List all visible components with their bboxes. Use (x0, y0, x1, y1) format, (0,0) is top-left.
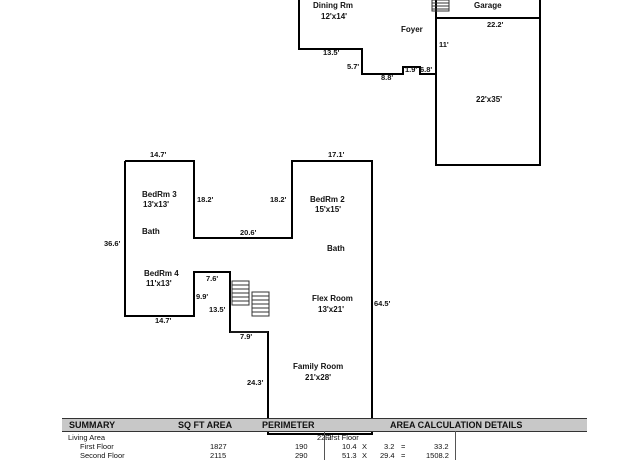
header-summary: SUMMARY (69, 420, 116, 430)
calc-op: X (362, 451, 368, 460)
dim-11: 11' (439, 40, 449, 49)
calc-eq: = (401, 451, 406, 460)
row-label: Second Floor (80, 451, 125, 460)
calc-result: 1508.2 (426, 451, 449, 460)
calc-b: 29.4 (380, 451, 395, 460)
summary-divider (324, 431, 325, 460)
dim-9-9: 9.9' (196, 292, 208, 301)
dim-1-9: 1.9' (405, 65, 417, 74)
room-bedrm4-size: 11'x13' (146, 279, 172, 288)
row-perimeter: 190 (295, 442, 308, 451)
dim-24-3: 24.3' (247, 378, 264, 387)
second-floor-wall (124, 160, 373, 435)
room-bedrm3-name: BedRm 3 (142, 190, 177, 199)
room-bath-right-name: Bath (327, 244, 345, 253)
dim-20-6: 20.6' (240, 228, 257, 237)
stairs-icon-top (431, 0, 450, 12)
room-dining-name: Dining Rm (313, 1, 353, 10)
room-garage-size: 22'x35' (476, 95, 502, 104)
room-flex-name: Flex Room (312, 294, 353, 303)
calc-result: 33.2 (434, 442, 449, 451)
table-row: Living Area 22.2' First Floor (62, 433, 587, 442)
row-sqft: 2115 (210, 451, 227, 460)
dim-22-2-b: 22.2' (317, 433, 334, 442)
dim-64-5: 64.5' (374, 299, 391, 308)
dim-13-5: 13.5' (323, 48, 340, 57)
header-perimeter: PERIMETER (262, 420, 315, 430)
table-row: Second Floor 2115 290 51.3 X 29.4 = 1508… (62, 451, 587, 460)
dim-18-2-right: 18.2' (270, 195, 287, 204)
calc-b: 3.2 (384, 442, 395, 451)
living-area-label: Living Area (68, 433, 106, 442)
calc-op: X (362, 442, 368, 451)
dim-5-7: 5.7' (347, 62, 359, 71)
room-bedrm3-size: 13'x13' (143, 200, 169, 209)
dim-14-7-bottom: 14.7' (155, 316, 172, 325)
stairs-icon-left (231, 280, 250, 306)
dim-13-5-b: 13.5' (209, 305, 226, 314)
garage-outline (435, 17, 541, 166)
summary-table: SUMMARY SQ FT AREA PERIMETER AREA CALCUL… (62, 418, 587, 460)
room-garage-name: Garage (474, 1, 502, 10)
room-bath-left-name: Bath (142, 227, 160, 236)
room-foyer-name: Foyer (401, 25, 423, 34)
room-bedrm4-name: BedRm 4 (144, 269, 179, 278)
summary-divider (455, 431, 456, 460)
dim-7-6: 7.6' (206, 274, 218, 283)
dim-6-8: 6.8' (420, 65, 432, 74)
dim-14-7-top: 14.7' (150, 150, 167, 159)
header-area-calculation: AREA CALCULATION DETAILS (390, 420, 523, 430)
dim-17-1: 17.1' (328, 150, 345, 159)
table-row: First Floor 1827 190 10.4 X 3.2 = 33.2 (62, 442, 587, 451)
row-label: First Floor (80, 442, 114, 451)
calc-header: First Floor (325, 433, 359, 442)
room-family-size: 21'x28' (305, 373, 331, 382)
summary-header-row: SUMMARY SQ FT AREA PERIMETER AREA CALCUL… (62, 418, 587, 432)
calc-eq: = (401, 442, 406, 451)
dim-18-2-left: 18.2' (197, 195, 214, 204)
room-family-name: Family Room (293, 362, 343, 371)
room-flex-size: 13'x21' (318, 305, 344, 314)
row-perimeter: 290 (295, 451, 308, 460)
upper-floor-wall (298, 0, 437, 75)
stairs-icon-right (251, 291, 270, 317)
row-sqft: 1827 (210, 442, 227, 451)
room-dining-size: 12'x14' (321, 12, 347, 21)
calc-a: 51.3 (342, 451, 357, 460)
dim-22-2: 22.2' (487, 20, 504, 29)
calc-a: 10.4 (342, 442, 357, 451)
dim-7-9: 7.9' (240, 332, 252, 341)
header-sqft-area: SQ FT AREA (178, 420, 233, 430)
dim-36-6: 36.6' (104, 239, 121, 248)
room-bedrm2-size: 15'x15' (315, 205, 341, 214)
room-bedrm2-name: BedRm 2 (310, 195, 345, 204)
dim-8-8: 8.8' (381, 73, 393, 82)
